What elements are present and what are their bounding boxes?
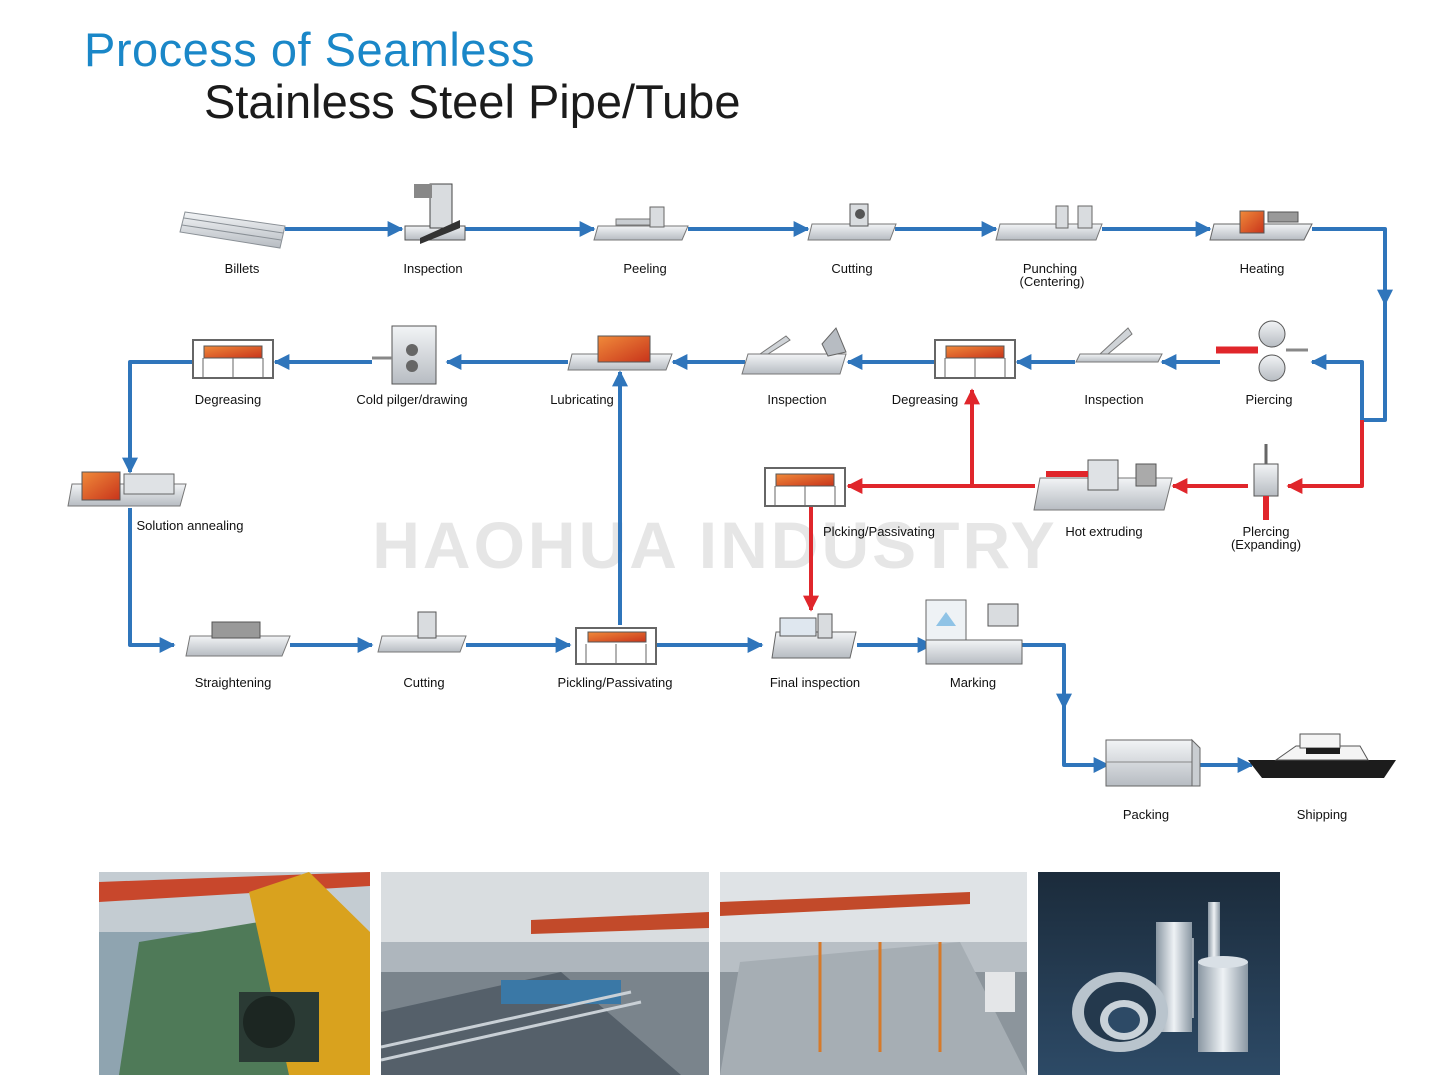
label-cold-pilger: Cold pilger/drawing: [356, 392, 467, 407]
label-final-inspection: Final inspection: [770, 675, 860, 690]
piercing-mill-icon: [1216, 320, 1308, 382]
inspection-machine-icon: [404, 183, 466, 244]
lubricating-tank-icon: [567, 335, 673, 371]
billets-icon: [179, 211, 286, 249]
label-lubricating: Lubricating: [550, 392, 614, 407]
inspection-bench-icon: [1075, 327, 1163, 363]
ship-icon: [1248, 733, 1396, 778]
label-peeling: Peeling: [623, 261, 666, 276]
label-inspection: Inspection: [403, 261, 462, 276]
punching-machine-icon: [995, 205, 1103, 241]
hot-extrusion-press-icon: [1033, 459, 1173, 511]
label-degreasing: Degreasing: [195, 392, 262, 407]
photo-extrusion-press: [99, 872, 370, 1075]
cold-pilger-mill-icon: [372, 325, 437, 385]
step-labels: Billets Inspection Peeling Cutting Punch…: [137, 261, 1348, 822]
label-straightening: Straightening: [195, 675, 272, 690]
label-cutting: Cutting: [831, 261, 872, 276]
title-line-2: Stainless Steel Pipe/Tube: [204, 75, 741, 128]
arrow-marking-down: [1022, 643, 1072, 710]
arrow-heating-down: [1312, 227, 1393, 306]
photo-factory-hall: [381, 872, 709, 1075]
label-billets: Billets: [225, 261, 260, 276]
degreasing-tank-icon: [934, 339, 1016, 379]
piercing-press-icon: [1253, 444, 1279, 520]
label-piercing-expanding-sub: (Expanding): [1231, 537, 1301, 552]
label-cutting: Cutting: [403, 675, 444, 690]
label-piercing: Piercing: [1246, 392, 1293, 407]
inspection-station-icon: [741, 327, 847, 375]
red-flow-lines: [803, 388, 1364, 612]
marking-machine-icon: [925, 599, 1023, 665]
label-hot-extruding: Hot extruding: [1065, 524, 1142, 539]
label-picking-passivating: Plcking/Passivating: [823, 524, 935, 539]
blue-flow-lines: [122, 221, 1393, 773]
cutting-machine-icon: [807, 203, 897, 241]
label-inspection: Inspection: [1084, 392, 1143, 407]
arrow-to-piercing: [1310, 304, 1387, 422]
arrow-degreasing-annealing: [122, 360, 193, 474]
label-packing: Packing: [1123, 807, 1169, 822]
label-heating: Heating: [1240, 261, 1285, 276]
packing-box-icon: [1105, 738, 1201, 787]
label-punching-centering: (Centering): [1019, 274, 1084, 289]
arrow-to-packing: [1062, 708, 1110, 773]
annealing-furnace-icon: [67, 471, 187, 507]
cutting-machine-icon: [377, 611, 467, 653]
pickling-tank-icon: [575, 627, 657, 665]
heating-furnace-icon: [1209, 210, 1313, 241]
photo-stainless-tubes: [1038, 872, 1280, 1075]
label-solution-annealing: Solution annealing: [137, 518, 244, 533]
label-marking: Marking: [950, 675, 996, 690]
picking-tank-icon: [764, 467, 846, 507]
label-piercing-expanding: Plercing: [1243, 524, 1290, 539]
label-degreasing: Degreasing: [892, 392, 959, 407]
final-inspection-console-icon: [771, 613, 857, 659]
peeling-machine-icon: [593, 206, 689, 241]
label-shipping: Shipping: [1297, 807, 1348, 822]
photo-annealing-line: [720, 872, 1027, 1075]
arrow-to-piercing-expanding: [1286, 420, 1364, 494]
label-inspection: Inspection: [767, 392, 826, 407]
label-pickling-passivating: Pickling/Passivating: [558, 675, 673, 690]
title-line-1: Process of Seamless: [84, 23, 535, 76]
arrow-annealing-straightening: [128, 508, 176, 653]
degreasing-tank-icon: [192, 339, 274, 379]
label-punching: Punching: [1023, 261, 1077, 276]
straightening-machine-icon: [185, 621, 291, 657]
watermark-text: HAOHUA INDUSTRY: [372, 508, 1057, 582]
